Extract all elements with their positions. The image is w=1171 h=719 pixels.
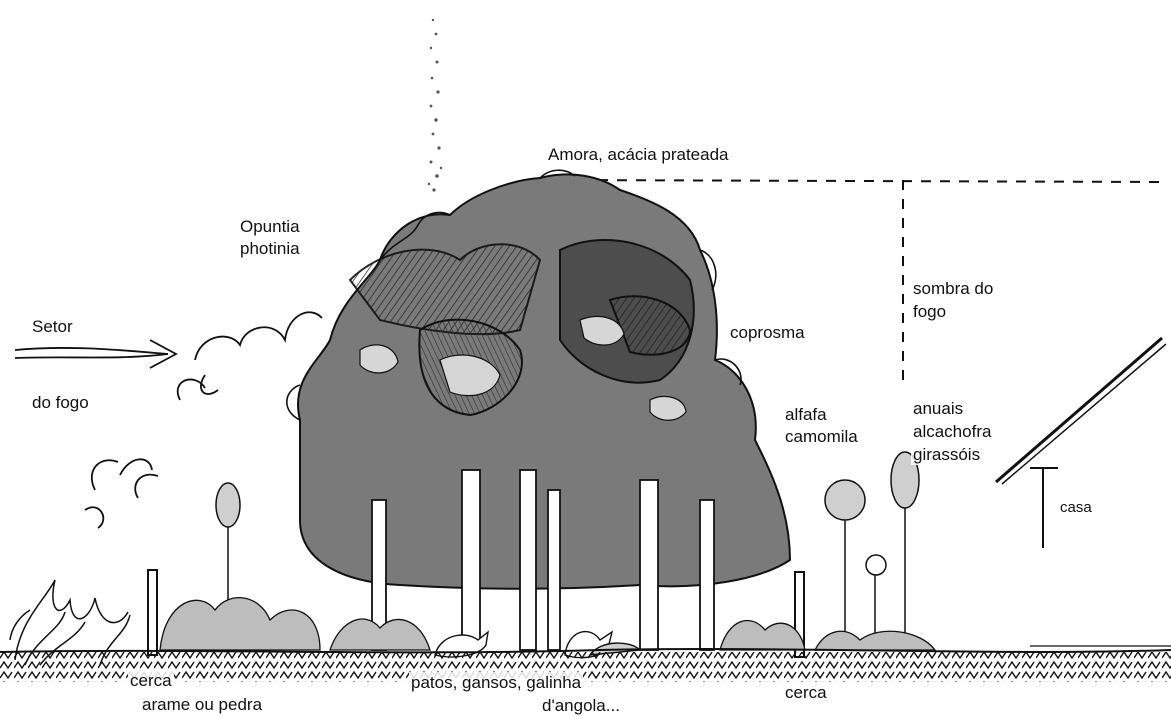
label-anuais: anuais — [911, 398, 965, 419]
house-arrow — [1030, 468, 1058, 548]
label-top-species: Amora, acácia prateada — [548, 144, 729, 165]
label-patos: patos, gansos, galinha — [409, 672, 583, 693]
label-dangola: d'angola... — [540, 695, 622, 716]
label-arame-pedra: arame ou pedra — [140, 694, 264, 715]
label-girassois: girassóis — [911, 444, 982, 465]
ground-line — [0, 649, 1171, 682]
label-do-fogo: do fogo — [32, 392, 89, 413]
label-alcachofra: alcachofra — [911, 421, 993, 442]
smoke-column — [428, 19, 442, 192]
house-roof — [996, 338, 1166, 484]
label-casa: casa — [1060, 497, 1092, 518]
label-coprosma: coprosma — [728, 322, 807, 343]
label-opuntia: Opuntia — [240, 216, 300, 237]
label-setor: Setor — [32, 316, 73, 337]
label-camomila: camomila — [783, 426, 860, 447]
wind-arrow — [15, 340, 176, 368]
label-sombra: sombra do — [913, 278, 993, 299]
label-cerca-left: cerca — [128, 670, 174, 691]
label-sombra-fogo: fogo — [913, 301, 946, 322]
wind-swirls — [85, 312, 322, 528]
label-photinia: photinia — [240, 238, 300, 259]
label-alfafa: alfafa — [783, 404, 829, 425]
label-cerca-right: cerca — [783, 682, 829, 703]
